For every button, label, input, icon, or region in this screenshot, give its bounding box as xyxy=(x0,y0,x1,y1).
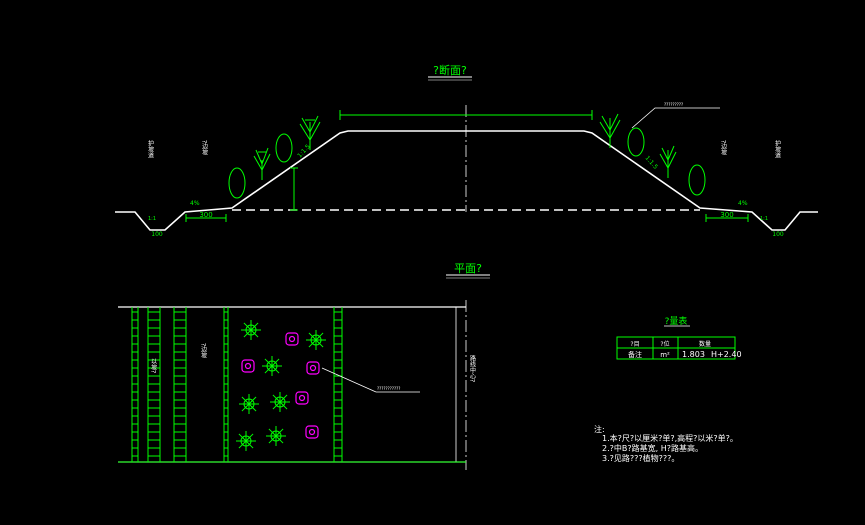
ditch-left-slope: 1:1 xyxy=(148,216,156,222)
left-slope-plants xyxy=(228,115,321,199)
table-cell-item: 备注 xyxy=(628,350,642,359)
plan-view: 平面? 以坡? ?边坡 路线中心? ??????????? xyxy=(118,262,490,470)
shrub-icon xyxy=(627,127,645,157)
shrub-icon xyxy=(253,147,271,180)
plan-callout-leader xyxy=(321,367,377,393)
left-slope-small: 4% xyxy=(190,200,200,207)
notes-line-1: 1.本?尺?以厘米?单?,高程?以米?单?。 xyxy=(602,433,738,443)
section-callout: ????????? xyxy=(664,102,683,107)
quantity-table: ?量表 ?目 ?位 数量 备注 m² 1.803 H+2.40 xyxy=(616,315,742,360)
shrub-icon xyxy=(688,164,706,196)
label-right: ?边坡 xyxy=(720,140,727,156)
table-title: ?量表 xyxy=(665,315,688,327)
flower-icon xyxy=(241,359,255,373)
table-header-unit: ?位 xyxy=(660,340,669,348)
ditch-right: 100 xyxy=(772,231,784,238)
flower-icon xyxy=(295,391,309,405)
notes-line-0: 注: xyxy=(594,424,605,434)
shrub-icon xyxy=(659,145,677,178)
shrub-icon xyxy=(299,115,321,150)
shrub-icon xyxy=(241,320,261,340)
plan-right-label: 路线中心? xyxy=(469,354,476,382)
notes: 注: 1.本?尺?以厘米?单?,高程?以米?单?。 2.?中B?路基宽, H?路… xyxy=(594,424,738,463)
shrub-icon xyxy=(306,330,326,350)
table-header-item: ?目 xyxy=(630,341,639,348)
section-callout-leader xyxy=(631,107,720,129)
label-left: ?边坡 xyxy=(201,140,208,156)
flower-icon xyxy=(306,361,320,375)
shrub-icon xyxy=(239,394,259,414)
table-cell-qty: 1.803 xyxy=(682,350,705,359)
shrub-icon xyxy=(266,426,286,446)
notes-line-2: 2.?中B?路基宽, H?路基高。 xyxy=(602,443,703,453)
left-spacing: 300 xyxy=(199,211,212,219)
ditch-right-slope: 1:1 xyxy=(760,216,768,222)
cross-section: ?断面? 1:1.5 1:1.5 300 4% 300 4% 100 xyxy=(115,63,818,238)
flower-icon xyxy=(285,332,299,346)
shrub-icon xyxy=(599,113,621,148)
notes-line-3: 3.?见路???植物???。 xyxy=(602,453,679,463)
shrub-icon xyxy=(228,167,246,199)
right-slope-small: 4% xyxy=(738,200,748,207)
flower-icon xyxy=(305,425,319,439)
plan-left-mid-label: ?边坡 xyxy=(200,343,207,359)
right-side-slope: 1:1.5 xyxy=(644,155,660,171)
section-title: ?断面? xyxy=(433,63,467,77)
right-spacing: 300 xyxy=(720,211,733,219)
plan-left-band-label: 以坡? xyxy=(150,358,157,373)
plan-title: 平面? xyxy=(454,262,482,275)
table-cell-note: H+2.40 xyxy=(711,350,742,359)
shrub-icon xyxy=(236,431,256,451)
table-cell-unit: m² xyxy=(660,351,670,359)
ditch-left: 100 xyxy=(151,231,163,238)
shrub-icon xyxy=(262,356,282,376)
shrub-icon xyxy=(270,392,290,412)
plan-callout: ??????????? xyxy=(377,386,400,391)
embankment-outline xyxy=(115,130,818,231)
shrub-icon xyxy=(275,133,293,163)
table-header-qty: 数量 xyxy=(699,340,711,348)
label-far-left: 护坡道 xyxy=(147,139,154,159)
label-far-right: 护坡道 xyxy=(774,139,781,159)
right-slope-plants xyxy=(599,113,706,196)
